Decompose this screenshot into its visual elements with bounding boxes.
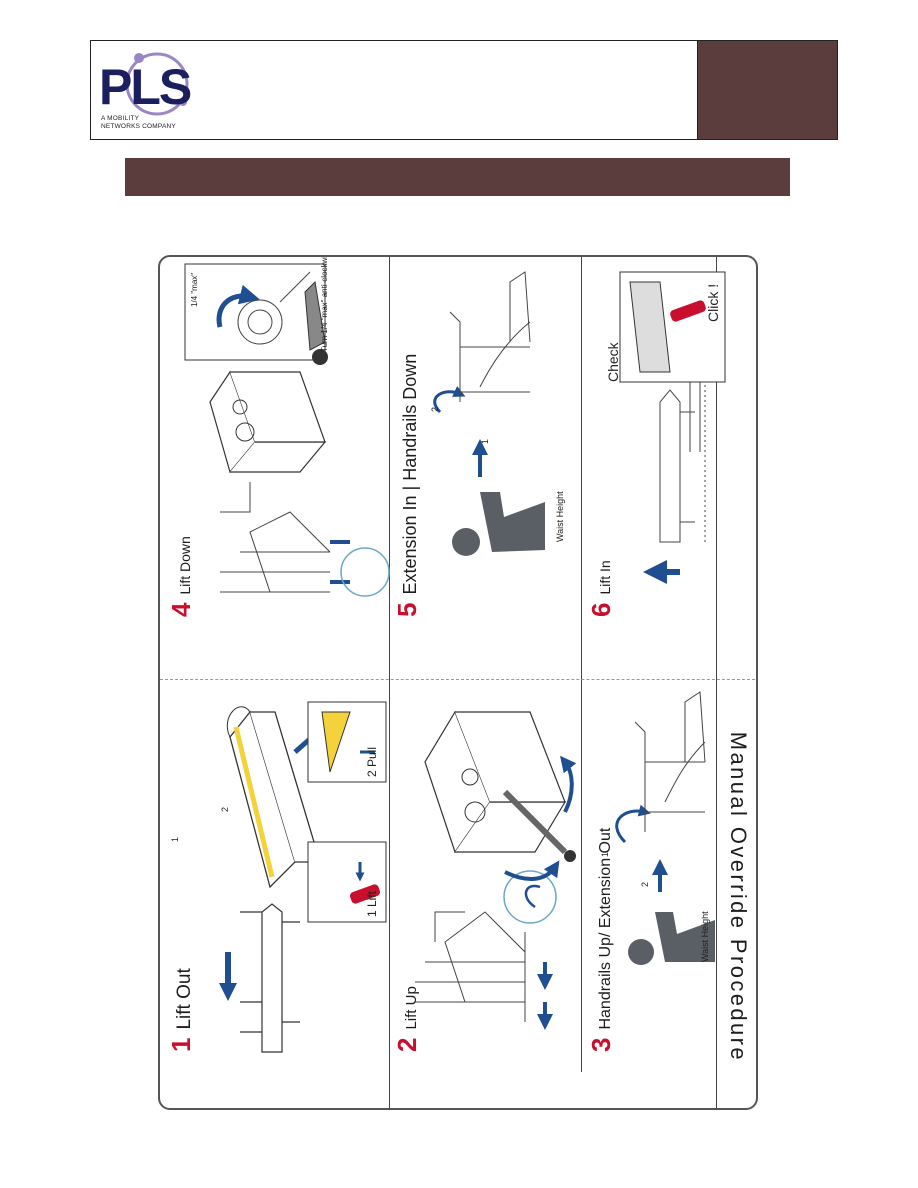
instruction-panel: Manual Override Procedure 1 Lift Out [158, 255, 758, 1110]
step-1-number: 1 [166, 1037, 196, 1052]
step-3-illustration [615, 691, 715, 965]
step-3-callout-2: 2 [640, 881, 650, 887]
step-6-illustration [619, 271, 726, 584]
tagline-line1: A MOBILITY [101, 115, 140, 122]
step-4-quarter-max: 1/4 "max" [190, 272, 199, 307]
tagline-line2: NETWORKS COMPANY [101, 123, 176, 130]
step-5-illustration [433, 271, 545, 556]
step-1-pull-label: 2 Pull [365, 746, 379, 777]
pls-logo: PLS [99, 52, 193, 116]
step-5-callout-2: 2 [430, 406, 440, 412]
step-1-lift-label: 1 Lift [365, 890, 379, 917]
step-1-callout-2: 2 [220, 806, 230, 812]
step-2-illustration [415, 710, 577, 1030]
step-5-label: Extension In | Handrails Down [400, 353, 420, 595]
step-5-number: 5 [392, 602, 422, 617]
logo-text: PLS [99, 59, 191, 115]
header-side-block [697, 40, 838, 140]
rotated-sheet: Manual Override Procedure 1 Lift Out [160, 255, 756, 1108]
step-5-callout-1: 1 [480, 438, 490, 444]
step-1-title: 1 Lift Out [166, 968, 197, 1052]
step-1-callout-1: 1 [170, 836, 180, 842]
step-6-click-label: Click ! [705, 283, 721, 322]
step-4-turn-instruction: Turn 1/4 "max" anti-clockwise [320, 255, 329, 352]
title-bar [125, 158, 790, 196]
step-3-callout-1: 1 [600, 851, 610, 857]
main-title: Manual Override Procedure [726, 731, 751, 1063]
logo-tagline: A MOBILITY NETWORKS COMPANY [101, 115, 231, 131]
step-5-waist-height: Waist Height [555, 491, 565, 542]
step-5-title: 5 Extension In | Handrails Down [392, 354, 423, 617]
step-4-illustration [184, 263, 390, 597]
step-1-illustration [219, 701, 387, 1053]
step-3-waist-height: Waist Height [700, 911, 710, 962]
column-divider [160, 679, 756, 680]
step-1-label: Lift Out [174, 968, 195, 1030]
step-6-check-label: Check [605, 342, 621, 382]
